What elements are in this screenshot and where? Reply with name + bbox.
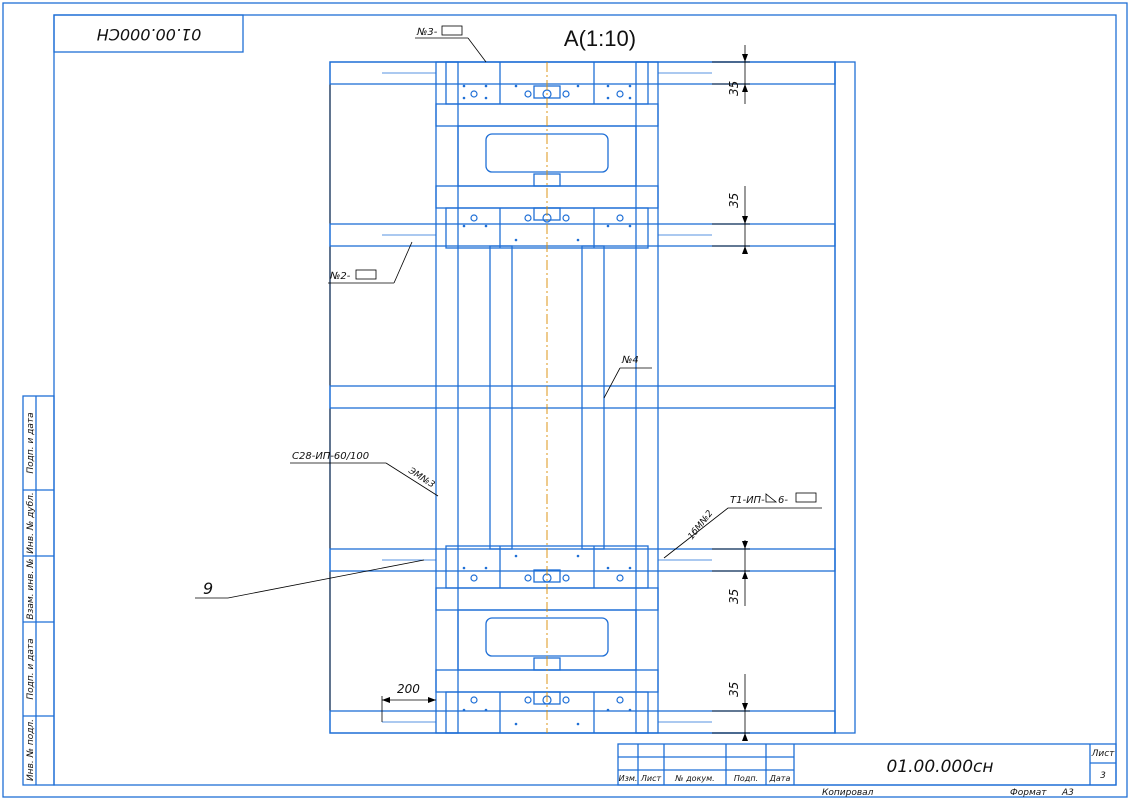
dim-35-bottom: 35 — [727, 682, 741, 697]
frame-structure — [329, 61, 856, 734]
format-label: Формат — [1010, 788, 1047, 798]
sheet-number: 3 — [1100, 771, 1106, 781]
title-designation: 01.00.000сн — [887, 757, 994, 777]
side-stamp-2: Инв. № дубл. — [26, 492, 36, 554]
side-stamp-5: Инв. № подл. — [26, 719, 36, 781]
callout-seam4: №4 — [621, 355, 639, 366]
top-stamp: 01.00.000CH — [53, 14, 244, 53]
title-block: 01.00.000сн Лист 3 Изм. Лист № докум. По… — [617, 743, 1117, 798]
callouts: №3- №2- №4 С28-ИП-60/100 ЭМ№3 Т1-ИП- 6- … — [195, 25, 822, 599]
top-stamp-text: 01.00.000CH — [97, 25, 202, 44]
callout-weld: С28-ИП-60/100 — [292, 451, 369, 462]
col-header-list: Лист — [640, 774, 662, 783]
col-header-doc: № докум. — [674, 774, 714, 783]
callout-t1: Т1-ИП- — [730, 495, 765, 506]
callout-seam2: №2- — [329, 271, 351, 282]
copied-label: Копировал — [822, 788, 874, 798]
dim-35-third: 35 — [727, 589, 741, 604]
dimension-lines: 35 35 35 35 200 — [381, 45, 750, 741]
bolt-pattern — [462, 84, 632, 726]
col-header-izm: Изм. — [619, 774, 638, 783]
dim-35-top: 35 — [727, 81, 741, 96]
dim-200: 200 — [397, 682, 420, 696]
callout-seam3: №3- — [416, 27, 438, 38]
format-value: А3 — [1061, 788, 1074, 798]
sheet-label: Лист — [1091, 749, 1116, 759]
side-stamp-3: Взам. инв. № — [26, 558, 36, 619]
dim-35-second: 35 — [727, 193, 741, 208]
callout-item-9: 9 — [203, 579, 213, 598]
col-header-sign: Подп. — [734, 774, 758, 783]
view-title: A(1:10) — [564, 26, 636, 51]
side-stamp-column: Подп. и дата Инв. № дубл. Взам. инв. № П… — [22, 395, 55, 786]
callout-t1-tail: 6- — [778, 495, 788, 506]
col-header-date: Дата — [769, 774, 791, 783]
side-stamp-4: Подп. и дата — [26, 638, 36, 699]
side-stamp-1: Подп. и дата — [26, 412, 36, 473]
callout-t1-sub: 1бМ№2 — [686, 509, 715, 542]
